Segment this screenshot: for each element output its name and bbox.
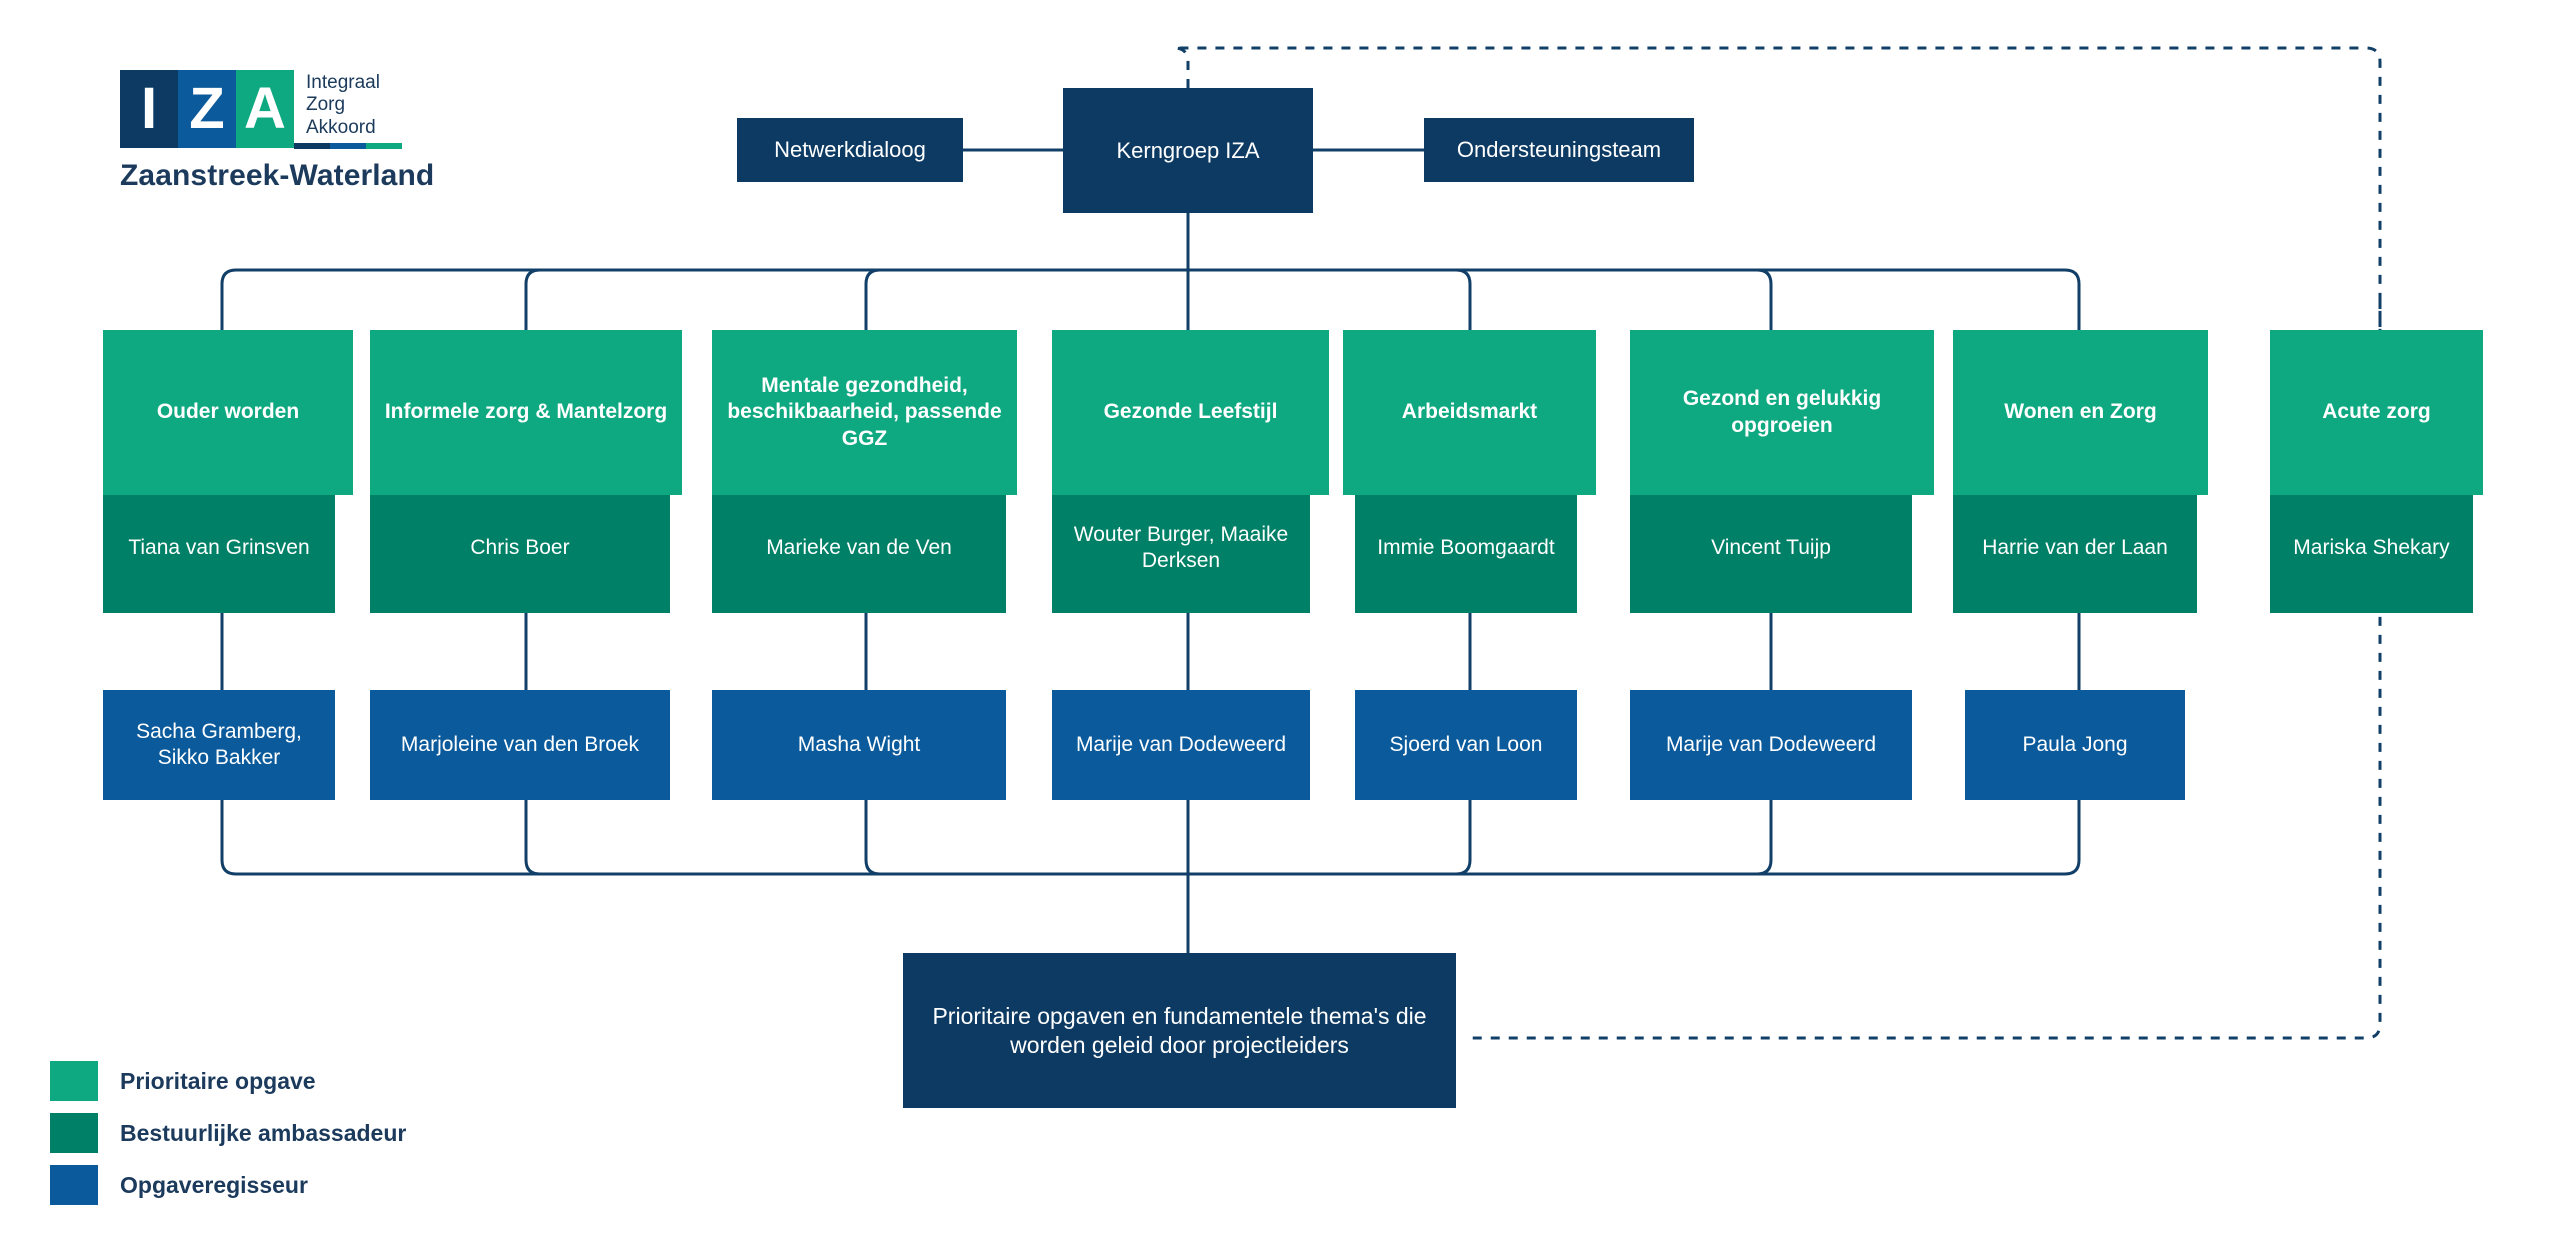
iza-logo: I Z A Integraal Zorg Akkoord Zaanstreek-…: [120, 70, 480, 193]
theme-arbeidsmarkt-label: Arbeidsmarkt: [1401, 400, 1538, 424]
regisseur-informele-zorg-label: Marjoleine van den Broek: [400, 732, 640, 756]
wire-bus-col2: [524, 268, 1188, 330]
regisseur-wonen-en-zorg-label: Paula Jong: [2022, 732, 2128, 756]
legend: Prioritaire opgave Bestuurlijke ambassad…: [50, 1055, 406, 1211]
theme-gezond-gelukkig-opgroeien[interactable]: Gezond en gelukkig opgroeien: [1630, 330, 1934, 495]
legend-item-opgaveregisseur: Opgaveregisseur: [50, 1159, 406, 1211]
ambassador-arbeidsmarkt[interactable]: Immie Boomgaardt: [1355, 483, 1577, 613]
theme-informele-zorg[interactable]: Informele zorg & Mantelzorg: [370, 330, 682, 495]
logo-word-zorg: Zorg: [306, 94, 346, 116]
regisseur-informele-zorg[interactable]: Marjoleine van den Broek: [370, 690, 670, 800]
theme-gezonde-leefstijl[interactable]: Gezonde Leefstijl: [1052, 330, 1329, 495]
theme-informele-zorg-label: Informele zorg & Mantelzorg: [384, 400, 668, 424]
ambassador-mentale-gezondheid-label: Marieke van de Ven: [766, 535, 952, 559]
theme-mentale-gezondheid[interactable]: Mentale gezondheid, beschikbaarheid, pas…: [712, 330, 1017, 495]
logo-rule: [294, 143, 402, 150]
wire-collect-col2: [524, 800, 1188, 876]
wire-bus-col1: [220, 268, 1188, 330]
node-netwerkdialoog-label: Netwerkdialoog: [774, 137, 926, 163]
regisseur-gezond-gelukkig-opgroeien[interactable]: Marije van Dodeweerd: [1630, 690, 1912, 800]
regisseur-wonen-en-zorg[interactable]: Paula Jong: [1965, 690, 2185, 800]
footer-box[interactable]: Prioritaire opgaven en fundamentele them…: [903, 953, 1456, 1108]
logo-marks: I Z A Integraal Zorg Akkoord: [120, 70, 480, 150]
logo-wordmark: Integraal Zorg Akkoord: [294, 70, 402, 150]
node-kerngroep-iza-label: Kerngroep IZA: [1116, 137, 1260, 163]
regisseur-gezonde-leefstijl-label: Marije van Dodeweerd: [1075, 732, 1287, 756]
theme-mentale-gezondheid-label: Mentale gezondheid, beschikbaarheid, pas…: [727, 374, 1002, 450]
theme-arbeidsmarkt[interactable]: Arbeidsmarkt: [1343, 330, 1596, 495]
ambassador-wonen-en-zorg[interactable]: Harrie van der Laan: [1953, 483, 2197, 613]
logo-rule-blue: [330, 143, 366, 150]
logo-rule-navy: [294, 143, 330, 150]
logo-region-label: Zaanstreek-Waterland: [120, 159, 435, 193]
wire-bus-col6: [1188, 268, 1773, 330]
logo-rule-teal: [366, 143, 402, 150]
wire-bus-col3: [864, 268, 1188, 330]
theme-wonen-en-zorg[interactable]: Wonen en Zorg: [1953, 330, 2208, 495]
legend-swatch-bestuurlijke-ambassadeur: [50, 1113, 98, 1153]
theme-acute-zorg[interactable]: Acute zorg: [2270, 330, 2483, 495]
node-kerngroep-iza[interactable]: Kerngroep IZA: [1063, 88, 1313, 213]
logo-letter-a: A: [236, 70, 294, 148]
ambassador-gezonde-leefstijl-label: Wouter Burger, Maaike Derksen: [1073, 522, 1289, 572]
wire-collect-col3: [864, 800, 1188, 876]
logo-wordmark-lines: Integraal Zorg Akkoord: [306, 70, 402, 139]
legend-label-opgaveregisseur: Opgaveregisseur: [120, 1171, 308, 1198]
footer-box-label: Prioritaire opgaven en fundamentele them…: [932, 1002, 1427, 1058]
ambassador-acute-zorg-label: Mariska Shekary: [2293, 535, 2450, 559]
theme-gezonde-leefstijl-label: Gezonde Leefstijl: [1103, 400, 1278, 424]
regisseur-mentale-gezondheid-label: Masha Wight: [797, 732, 921, 756]
theme-ouder-worden-label: Ouder worden: [156, 400, 300, 424]
regisseur-mentale-gezondheid[interactable]: Masha Wight: [712, 690, 1006, 800]
ambassador-gezond-gelukkig-opgroeien-label: Vincent Tuijp: [1711, 535, 1831, 559]
legend-label-bestuurlijke-ambassadeur: Bestuurlijke ambassadeur: [120, 1119, 407, 1146]
wire-bus-col5: [1188, 268, 1472, 330]
logo-letter-i: I: [120, 70, 178, 148]
legend-item-prioritaire-opgave: Prioritaire opgave: [50, 1055, 406, 1107]
regisseur-arbeidsmarkt-label: Sjoerd van Loon: [1389, 732, 1543, 756]
legend-swatch-opgaveregisseur: [50, 1165, 98, 1205]
wire-collect-col7: [1188, 800, 2081, 876]
theme-wonen-en-zorg-label: Wonen en Zorg: [2004, 400, 2157, 424]
regisseur-gezonde-leefstijl[interactable]: Marije van Dodeweerd: [1052, 690, 1310, 800]
wire-bus-col7: [1188, 268, 2081, 330]
ambassador-ouder-worden-label: Tiana van Grinsven: [128, 535, 310, 559]
regisseur-ouder-worden[interactable]: Sacha Gramberg, Sikko Bakker: [103, 690, 335, 800]
ambassador-informele-zorg-label: Chris Boer: [470, 535, 570, 559]
ambassador-wonen-en-zorg-label: Harrie van der Laan: [1982, 535, 2168, 559]
theme-ouder-worden[interactable]: Ouder worden: [103, 330, 353, 495]
logo-letter-z: Z: [178, 70, 236, 148]
theme-gezond-gelukkig-opgroeien-label: Gezond en gelukkig opgroeien: [1682, 387, 1882, 437]
regisseur-ouder-worden-label: Sacha Gramberg, Sikko Bakker: [136, 719, 302, 769]
ambassador-acute-zorg[interactable]: Mariska Shekary: [2270, 483, 2473, 613]
logo-word-integraal: Integraal: [306, 72, 380, 93]
theme-acute-zorg-label: Acute zorg: [2322, 400, 2431, 424]
ambassador-informele-zorg[interactable]: Chris Boer: [370, 483, 670, 613]
legend-swatch-prioritaire-opgave: [50, 1061, 98, 1101]
regisseur-arbeidsmarkt[interactable]: Sjoerd van Loon: [1355, 690, 1577, 800]
node-netwerkdialoog[interactable]: Netwerkdialoog: [737, 118, 963, 182]
ambassador-mentale-gezondheid[interactable]: Marieke van de Ven: [712, 483, 1006, 613]
legend-item-bestuurlijke-ambassadeur: Bestuurlijke ambassadeur: [50, 1107, 406, 1159]
wire-collect-col5: [1188, 800, 1472, 876]
node-ondersteuningsteam-label: Ondersteuningsteam: [1456, 137, 1662, 163]
ambassador-arbeidsmarkt-label: Immie Boomgaardt: [1377, 535, 1555, 559]
legend-label-prioritaire-opgave: Prioritaire opgave: [120, 1067, 316, 1094]
wire-collect-col1: [220, 800, 1188, 876]
ambassador-gezond-gelukkig-opgroeien[interactable]: Vincent Tuijp: [1630, 483, 1912, 613]
wire-collect-col6: [1188, 800, 1773, 876]
regisseur-gezond-gelukkig-opgroeien-label: Marije van Dodeweerd: [1665, 732, 1877, 756]
logo-word-akkoord: Akkoord: [306, 116, 376, 138]
ambassador-gezonde-leefstijl[interactable]: Wouter Burger, Maaike Derksen: [1052, 483, 1310, 613]
node-ondersteuningsteam[interactable]: Ondersteuningsteam: [1424, 118, 1694, 182]
ambassador-ouder-worden[interactable]: Tiana van Grinsven: [103, 483, 335, 613]
